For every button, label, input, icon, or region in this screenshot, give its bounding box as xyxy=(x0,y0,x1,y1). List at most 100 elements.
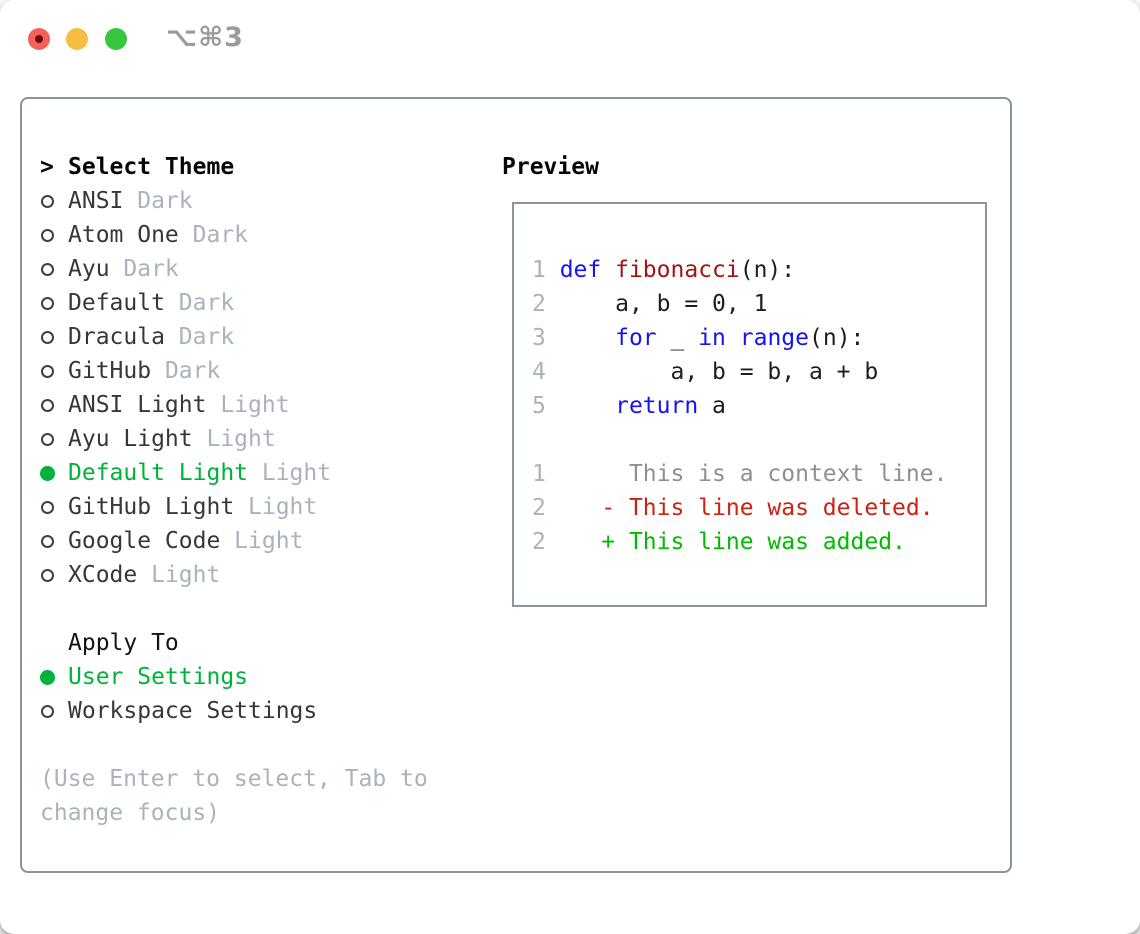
token-kw: for xyxy=(615,325,657,351)
code-line: 2 + This line was added. xyxy=(532,525,977,559)
apply-to-option-user-settings[interactable]: User Settings xyxy=(40,660,490,694)
theme-option-ayu-light[interactable]: Ayu Light Light xyxy=(40,422,490,456)
blank-row xyxy=(40,592,490,626)
preview-title: Preview xyxy=(502,154,599,180)
radio-icon xyxy=(40,432,68,446)
apply-to-label: User Settings xyxy=(68,664,249,690)
theme-option-dracula[interactable]: Dracula Dark xyxy=(40,320,490,354)
theme-variant-badge: Dark xyxy=(109,256,179,282)
token-num: 4 xyxy=(532,359,560,385)
token-pl: a xyxy=(698,393,726,419)
token-num: 1 xyxy=(532,257,560,283)
token-kw: range xyxy=(739,325,809,351)
radio-icon xyxy=(40,500,68,514)
apply-to-option-workspace-settings[interactable]: Workspace Settings xyxy=(40,694,490,728)
theme-variant-badge: Light xyxy=(234,494,318,520)
radio-icon xyxy=(40,262,68,276)
theme-option-ayu[interactable]: Ayu Dark xyxy=(40,252,490,286)
code-line: 3 for _ in range(n): xyxy=(532,321,977,355)
token-kw: in xyxy=(698,325,726,351)
theme-name: Dracula xyxy=(68,324,165,350)
token-num: 2 xyxy=(532,291,560,317)
theme-variant-badge: Light xyxy=(137,562,221,588)
theme-variant-badge: Dark xyxy=(164,324,235,350)
theme-variant-badge: Dark xyxy=(164,290,235,316)
minimize-button[interactable] xyxy=(66,28,88,50)
theme-name: ANSI xyxy=(68,188,124,214)
code-line: 1 This is a context line. xyxy=(532,457,977,491)
token-pl: (n): xyxy=(809,325,865,351)
theme-list-title: > Select Theme xyxy=(40,150,490,184)
radio-icon xyxy=(40,296,68,310)
apply-to-title: Apply To xyxy=(40,626,490,660)
theme-option-default-light[interactable]: Default Light Light xyxy=(40,456,490,490)
radio-icon xyxy=(40,364,68,378)
theme-option-github-light[interactable]: GitHub Light Light xyxy=(40,490,490,524)
blank-row xyxy=(40,728,490,762)
token-ctx: This is a context line. xyxy=(559,461,948,487)
theme-name: GitHub xyxy=(68,358,152,384)
theme-option-atom-one[interactable]: Atom One Dark xyxy=(40,218,490,252)
theme-variant-badge: Light xyxy=(192,426,276,452)
code-line: 5 return a xyxy=(532,389,977,423)
theme-list-title-text: Select Theme xyxy=(68,154,235,180)
token-kw: def xyxy=(559,257,602,283)
apply-to-title-text: Apply To xyxy=(68,630,179,656)
token-pl: a, b = 0, 1 xyxy=(559,291,768,317)
token-pl: _ xyxy=(656,325,699,351)
radio-icon xyxy=(40,330,68,344)
theme-name: Ayu xyxy=(68,256,110,282)
token-num: 5 xyxy=(532,393,560,419)
titlebar: ⌥⌘3 xyxy=(0,0,1140,80)
theme-name: Default Light xyxy=(68,460,249,486)
theme-option-ansi-light[interactable]: ANSI Light Light xyxy=(40,388,490,422)
token-del: - This line was deleted. xyxy=(559,495,934,521)
theme-name: ANSI Light xyxy=(68,392,207,418)
token-pl xyxy=(726,325,740,351)
token-pl xyxy=(560,325,615,351)
theme-name: XCode xyxy=(68,562,138,588)
keyboard-shortcut-label: ⌥⌘3 xyxy=(166,22,244,53)
radio-icon xyxy=(40,704,68,718)
theme-variant-badge: Light xyxy=(248,460,332,486)
code-blank-line xyxy=(532,423,977,457)
theme-name: Google Code xyxy=(68,528,221,554)
theme-name: Ayu Light xyxy=(68,426,193,452)
theme-variant-badge: Dark xyxy=(123,188,193,214)
token-num: 2 xyxy=(532,529,560,555)
token-kw: return xyxy=(615,393,699,419)
code-line: 2 - This line was deleted. xyxy=(532,491,977,525)
code-line: 1 def fibonacci(n): xyxy=(532,253,977,287)
theme-variant-badge: Dark xyxy=(178,222,249,248)
theme-variant-badge: Light xyxy=(206,392,290,418)
zoom-button[interactable] xyxy=(105,28,127,50)
theme-variant-badge: Light xyxy=(220,528,304,554)
theme-option-default[interactable]: Default Dark xyxy=(40,286,490,320)
theme-option-google-code[interactable]: Google Code Light xyxy=(40,524,490,558)
hint-line-1: (Use Enter to select, Tab to xyxy=(40,766,428,792)
radio-icon xyxy=(40,398,68,412)
theme-name: GitHub Light xyxy=(68,494,235,520)
theme-option-github[interactable]: GitHub Dark xyxy=(40,354,490,388)
token-add: + This line was added. xyxy=(559,529,906,555)
radio-icon xyxy=(40,228,68,242)
theme-name: Default xyxy=(68,290,165,316)
token-pl xyxy=(560,393,615,419)
theme-name: Atom One xyxy=(68,222,179,248)
theme-option-xcode[interactable]: XCode Light xyxy=(40,558,490,592)
radio-icon xyxy=(40,534,68,548)
theme-option-ansi[interactable]: ANSI Dark xyxy=(40,184,490,218)
token-fn: fibonacci xyxy=(615,257,740,283)
close-button[interactable] xyxy=(28,28,50,50)
token-num: 1 xyxy=(532,461,560,487)
token-pl: a, b = b, a + b xyxy=(559,359,879,385)
theme-variant-badge: Dark xyxy=(151,358,221,384)
radio-icon xyxy=(40,194,68,208)
cursor-icon: > xyxy=(40,154,54,180)
code-line: 4 a, b = b, a + b xyxy=(532,355,977,389)
apply-to-label: Workspace Settings xyxy=(68,698,318,724)
